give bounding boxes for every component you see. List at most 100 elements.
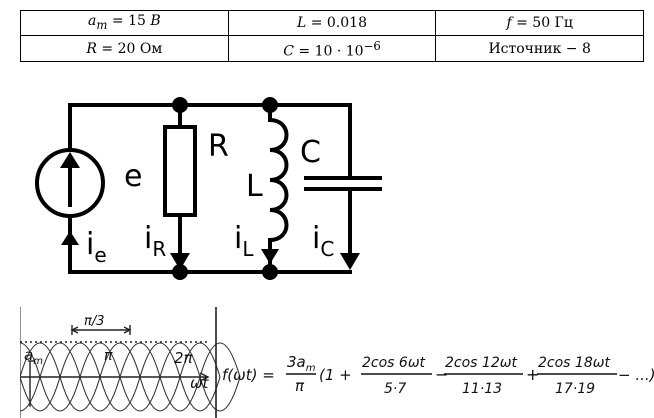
node-bottom-left: [172, 264, 188, 280]
series-tail: − ...): [618, 366, 654, 384]
term3-denominator: 17·19: [555, 381, 595, 397]
wave-arc-lower: [39, 376, 81, 412]
voltage-source: [35, 148, 105, 218]
amplitude-unit: B: [150, 13, 161, 29]
term2-numerator: 2cos 12ωt: [445, 355, 517, 371]
amplitude-subscript: m: [96, 17, 108, 32]
wave-arc-upper: [159, 342, 201, 378]
coef-numerator: 3am: [287, 353, 316, 374]
current-l-arrow-icon: [261, 249, 279, 264]
time-axis-label: ωt: [190, 374, 210, 392]
wave-arc-lower: [199, 376, 241, 412]
wave-arc-lower: [59, 376, 101, 412]
period-label: π/3: [84, 314, 104, 329]
wave-arc-upper: [119, 342, 161, 378]
capacitance-symbol: C: [283, 43, 294, 60]
current-r-subscript: R: [152, 237, 166, 261]
wave-arc-lower: [99, 376, 141, 412]
amplitude-cell: am = 15 B: [20, 10, 229, 36]
circuit-diagram: e R L C ie iR iL iC: [35, 97, 382, 280]
current-l-label: iL: [234, 221, 254, 261]
capacitance-value: = 10 · 10: [293, 43, 364, 60]
term2-denominator: 11·13: [462, 381, 502, 397]
fourier-formula: f(ωt) = 3am π (1 + 2cos 6ωt 5·7 − 2cos 1…: [222, 353, 654, 397]
frequency-value: = 50 Гц: [511, 14, 573, 31]
period-dimension-arrows-icon: [70, 326, 132, 334]
current-r-arrow-icon: [170, 253, 190, 270]
current-c-symbol: i: [312, 221, 320, 256]
wave-arc-upper: [199, 342, 241, 378]
coef-num-subscript: m: [306, 363, 316, 374]
source-variant-text: Источник − 8: [488, 40, 591, 57]
current-c-subscript: C: [320, 237, 334, 261]
current-e-arrow-icon: [61, 231, 79, 245]
current-r-label: iR: [144, 221, 166, 261]
term1-denominator: 5·7: [384, 381, 406, 397]
waveform-formula-strip: π/3 am π 2π ωt f(ωt) = 3am π (1 + 2cos 6…: [20, 307, 654, 418]
wave-arc-lower: [79, 376, 121, 412]
coef-num-text: 3a: [287, 353, 306, 371]
parameters-table: am = 15 B L = 0.018 f = 50 Гц R = 20 Ом …: [20, 10, 644, 63]
source-arrow-icon: [60, 152, 80, 168]
resistance-value: = 20 Ом: [96, 40, 163, 57]
inductor: [267, 117, 289, 243]
coef-denominator: π: [295, 377, 305, 395]
current-e-label: ie: [86, 227, 107, 267]
current-e-symbol: i: [86, 227, 94, 262]
wave-arc-upper: [20, 342, 61, 378]
resistance-cell: R = 20 Ом: [20, 34, 229, 63]
table-row: R = 20 Ом C = 10 · 10−6 Источник − 8: [20, 34, 644, 63]
rectified-sine-waves: [20, 342, 241, 412]
wave-arc-upper: [59, 342, 101, 378]
wave-arc-upper: [139, 342, 181, 378]
amplitude-value: = 15: [107, 13, 151, 29]
amplitude-subscript: m: [33, 356, 43, 367]
strip-background: [20, 307, 654, 418]
resistance-symbol: R: [86, 40, 97, 57]
wave-arc-lower: [20, 376, 61, 412]
source-variant-cell: Источник − 8: [435, 34, 644, 63]
current-l-symbol: i: [234, 221, 242, 256]
wave-arc-lower: [139, 376, 181, 412]
wave-arc-upper: [99, 342, 141, 378]
pi-tick-label: π: [104, 348, 113, 364]
wave-arc-upper: [79, 342, 121, 378]
amplitude-symbol: a: [88, 13, 97, 29]
time-axis-arrow-icon: [199, 372, 210, 382]
inductance-cell: L = 0.018: [227, 10, 437, 36]
frequency-symbol: f: [506, 14, 512, 31]
term3-numerator: 2cos 18ωt: [538, 355, 610, 371]
capacitance-cell: C = 10 · 10−6: [227, 34, 437, 63]
resistor: [163, 125, 197, 217]
current-r-symbol: i: [144, 221, 152, 256]
series-open: (1 +: [319, 366, 352, 384]
inductance-symbol: L: [296, 14, 307, 31]
wave-arc-lower: [119, 376, 161, 412]
wave-arc-upper: [20, 342, 41, 378]
node-top-left: [172, 97, 188, 113]
node-top-right: [262, 97, 278, 113]
amplitude-label: am: [24, 346, 43, 367]
current-l-subscript: L: [242, 237, 254, 261]
capacitor-label: C: [300, 135, 321, 170]
two-pi-tick-label: 2π: [174, 349, 194, 367]
inductor-label: L: [246, 169, 263, 204]
table-row: am = 15 B L = 0.018 f = 50 Гц: [20, 10, 644, 36]
capacitance-exponent: −6: [363, 38, 381, 53]
current-c-label: iC: [312, 221, 334, 261]
wave-arc-lower: [159, 376, 201, 412]
current-e-subscript: e: [94, 243, 106, 267]
term3-operator: +: [526, 365, 539, 384]
wave-arc-upper: [39, 342, 81, 378]
resistor-label: R: [208, 129, 229, 164]
current-c-arrow-icon: [340, 253, 360, 270]
amplitude-symbol: a: [24, 346, 33, 364]
inductance-value: = 0.018: [306, 14, 367, 31]
frequency-cell: f = 50 Гц: [435, 10, 644, 36]
source-label: e: [124, 159, 142, 194]
node-bottom-right: [262, 264, 278, 280]
formula-lhs: f(ωt) =: [222, 366, 275, 384]
wave-arc-lower: [20, 376, 41, 412]
term2-operator: −: [435, 365, 448, 384]
term1-numerator: 2cos 6ωt: [362, 355, 426, 371]
